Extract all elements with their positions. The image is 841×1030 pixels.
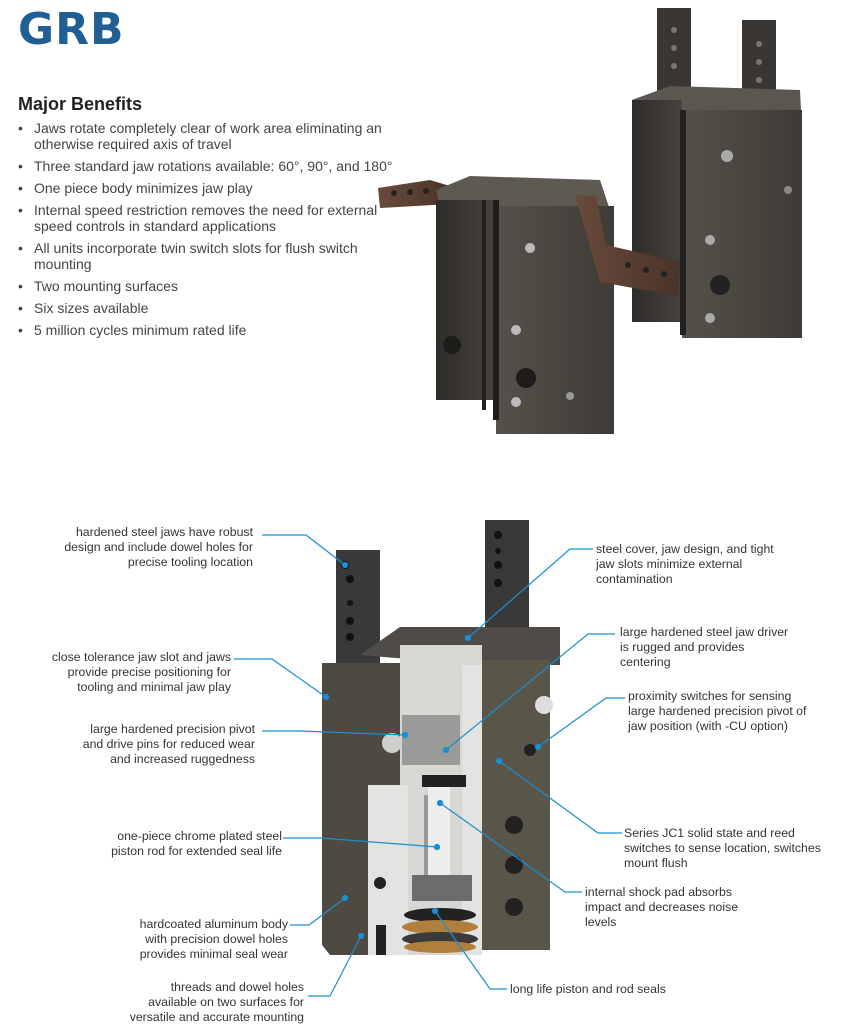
- benefits-list: Jaws rotate completely clear of work are…: [18, 120, 398, 344]
- callout-body: hardcoated aluminum body with precision …: [139, 917, 288, 961]
- callout-switches: Series JC1 solid state and reed switches…: [624, 826, 821, 870]
- callout-cover: steel cover, jaw design, and tight jaw s…: [596, 542, 774, 586]
- benefit-item: Two mounting surfaces: [18, 278, 398, 294]
- callout-threads: threads and dowel holes available on two…: [129, 980, 304, 1024]
- benefit-item: Three standard jaw rotations available: …: [18, 158, 398, 174]
- callout-driver: large hardened steel jaw driver is rugge…: [620, 625, 789, 669]
- benefit-item: Six sizes available: [18, 300, 398, 316]
- callout-jaw-slot: close tolerance jaw slot and jaws provid…: [51, 650, 231, 694]
- callout-proximity: proximity switches for sensing large har…: [628, 689, 807, 733]
- benefit-item: All units incorporate twin switch slots …: [18, 240, 398, 272]
- benefit-item: 5 million cycles minimum rated life: [18, 322, 398, 338]
- right-jaw: [485, 520, 529, 640]
- benefits-heading: Major Benefits: [18, 94, 143, 114]
- gripper-product-photo: [378, 8, 802, 434]
- page-title: GRB: [18, 4, 125, 55]
- gripper-cutaway-illustration: [322, 520, 560, 955]
- front-gripper: [378, 176, 680, 434]
- callout-seals: long life piston and rod seals: [510, 982, 666, 996]
- callout-jaws: hardened steel jaws have robust design a…: [64, 525, 253, 569]
- benefit-item: One piece body minimizes jaw play: [18, 180, 398, 196]
- benefit-item: Internal speed restriction removes the n…: [18, 202, 398, 234]
- rear-gripper: [632, 8, 802, 338]
- benefit-item: Jaws rotate completely clear of work are…: [18, 120, 398, 152]
- callout-pivot: large hardened precision pivot and drive…: [82, 722, 255, 766]
- callout-shock-pad: internal shock pad absorbs impact and de…: [585, 885, 739, 929]
- callout-piston-rod: one-piece chrome plated steel piston rod…: [111, 829, 282, 858]
